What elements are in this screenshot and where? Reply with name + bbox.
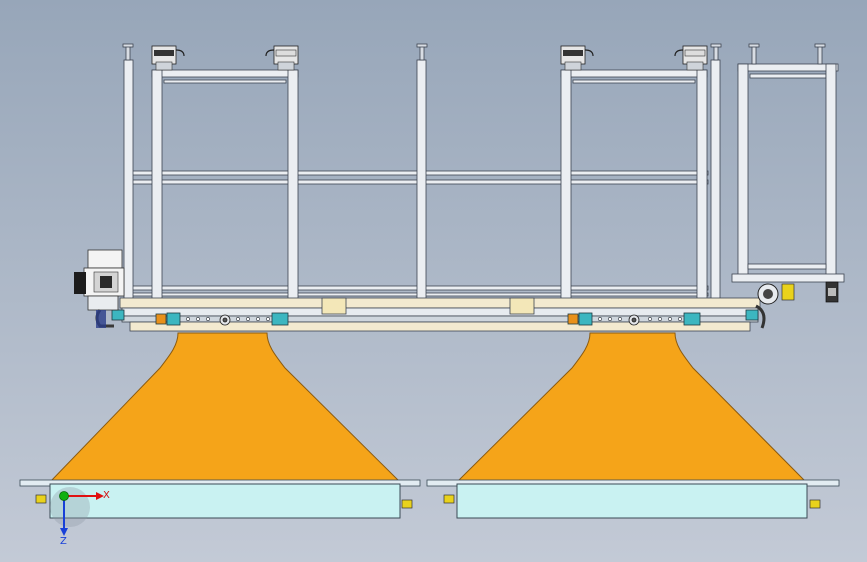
left-frame-post-1 bbox=[151, 69, 163, 309]
tank-right-marker-2 bbox=[809, 499, 821, 509]
aux-frame-bar-2 bbox=[749, 73, 827, 79]
bolt-hole bbox=[678, 317, 682, 321]
bolt-hole bbox=[658, 317, 662, 321]
bolt-hole bbox=[266, 317, 270, 321]
bolt-hole bbox=[246, 317, 250, 321]
roller-wheel-icon[interactable] bbox=[755, 281, 839, 329]
triad-z-label: Z bbox=[60, 536, 67, 547]
tank-right[interactable] bbox=[426, 479, 840, 519]
post-mid bbox=[416, 59, 427, 301]
beam-spacer-left bbox=[321, 297, 347, 315]
tank-left[interactable] bbox=[19, 479, 421, 519]
bolt-hole bbox=[256, 317, 260, 321]
bolt-hole bbox=[186, 317, 190, 321]
aux-frame-top bbox=[737, 63, 839, 72]
bolt-hole bbox=[598, 317, 602, 321]
beam-spacer-right bbox=[509, 297, 535, 315]
bolt-hole bbox=[206, 317, 210, 321]
clamp-blocks bbox=[111, 309, 759, 326]
coordinate-triad-icon: X Z bbox=[50, 487, 110, 547]
lift-cylinder-icon-3[interactable] bbox=[560, 45, 594, 71]
right-frame-top-bar bbox=[560, 69, 708, 78]
base-beam[interactable] bbox=[119, 297, 761, 332]
lift-cylinder-icon-4[interactable] bbox=[674, 45, 708, 71]
aux-frame-post-1 bbox=[737, 63, 749, 277]
tank-left-marker-1 bbox=[35, 494, 47, 504]
right-frame-inner-bar bbox=[572, 79, 696, 84]
jack-screws bbox=[122, 43, 826, 65]
bolt-hole bbox=[608, 317, 612, 321]
post-left-outer bbox=[123, 59, 134, 301]
right-frame-post-1 bbox=[560, 69, 572, 309]
aux-frame-post-2 bbox=[825, 63, 837, 277]
gear-motor-icon[interactable] bbox=[74, 249, 125, 328]
bolt-hole bbox=[196, 317, 200, 321]
lift-cylinder-icon-1[interactable] bbox=[151, 45, 185, 71]
bolt-hole bbox=[236, 317, 240, 321]
tank-right-marker-1 bbox=[443, 494, 455, 504]
tank-left-marker-2 bbox=[401, 499, 413, 509]
aux-frame-bar-low bbox=[747, 263, 827, 270]
post-right-outer bbox=[710, 59, 721, 301]
left-frame-top-bar bbox=[151, 69, 299, 78]
lift-cylinder-icon-2[interactable] bbox=[265, 45, 299, 71]
triad-x-label: X bbox=[103, 490, 110, 501]
left-frame-post-2 bbox=[287, 69, 299, 309]
bolt-hole bbox=[668, 317, 672, 321]
bolt-hole bbox=[618, 317, 622, 321]
roller-wheel-icon-set bbox=[219, 314, 640, 326]
right-frame-post-2 bbox=[696, 69, 708, 309]
aux-frame-base bbox=[731, 273, 845, 283]
left-frame-inner-bar bbox=[163, 79, 287, 84]
beam-bolt-holes bbox=[186, 317, 682, 321]
bolt-hole bbox=[648, 317, 652, 321]
